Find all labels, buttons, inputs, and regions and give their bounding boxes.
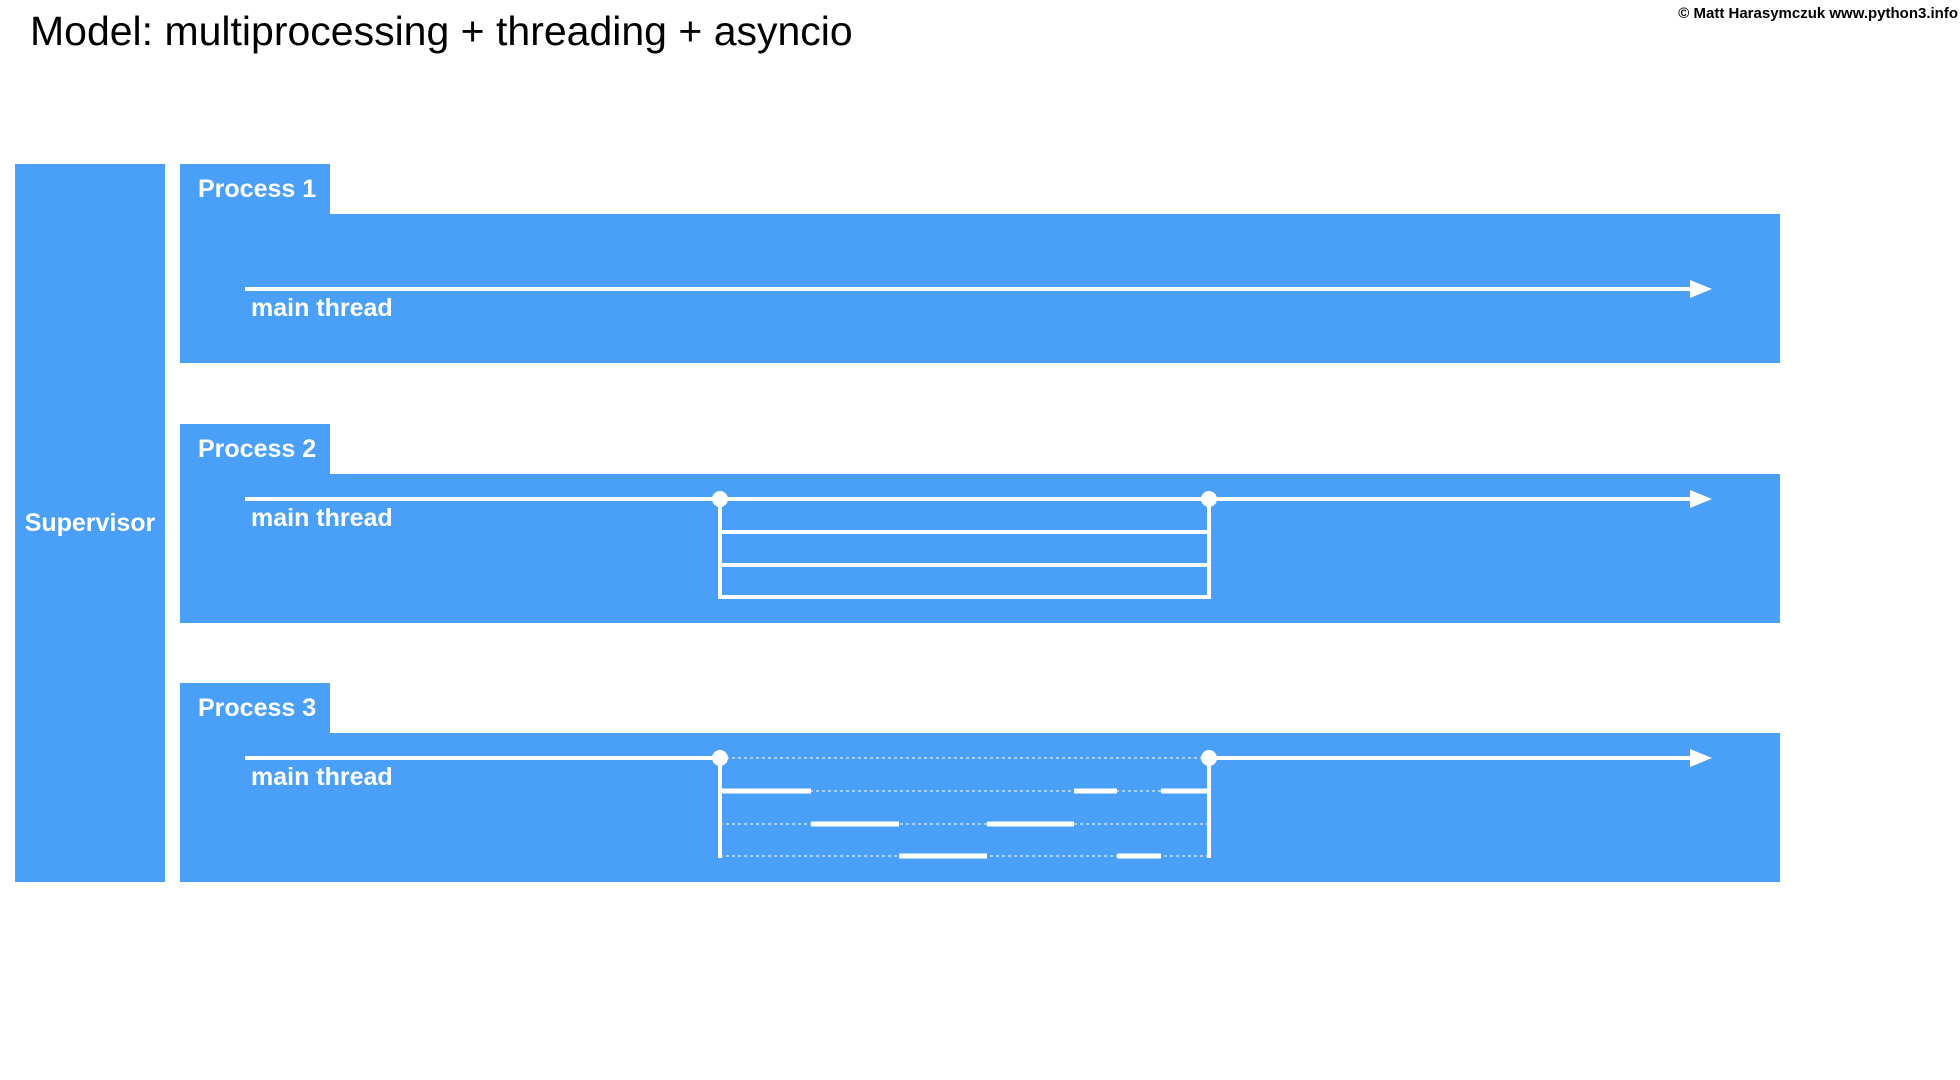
process-2: Process 2 main thread [180, 424, 1780, 623]
process-3: Process 3 main thread [180, 683, 1780, 882]
process-2-tab: Process 2 [180, 424, 330, 474]
copyright-credit: © Matt Harasymczuk www.python3.info [1678, 5, 1958, 22]
process-3-tab: Process 3 [180, 683, 330, 733]
fork-point [712, 750, 728, 766]
arrowhead-icon [1690, 490, 1712, 508]
main-thread-label: main thread [251, 763, 393, 791]
page-title: Model: multiprocessing + threading + asy… [30, 8, 853, 54]
main-thread-label: main thread [251, 504, 393, 532]
arrowhead-icon [1690, 280, 1712, 298]
process-2-timeline [245, 490, 1712, 599]
supervisor-box: Supervisor [15, 164, 165, 882]
join-point [1201, 491, 1217, 507]
process-1: Process 1 main thread [180, 164, 1780, 363]
process-3-timeline [245, 749, 1712, 859]
process-1-tab: Process 1 [180, 164, 330, 214]
process-1-timeline [245, 280, 1712, 298]
process-3-body: main thread [180, 733, 1780, 882]
main-thread-label: main thread [251, 294, 393, 322]
process-2-body: main thread [180, 474, 1780, 623]
fork-point [712, 491, 728, 507]
join-point [1201, 750, 1217, 766]
supervisor-label: Supervisor [24, 508, 156, 537]
process-1-body: main thread [180, 214, 1780, 363]
arrowhead-icon [1690, 749, 1712, 767]
